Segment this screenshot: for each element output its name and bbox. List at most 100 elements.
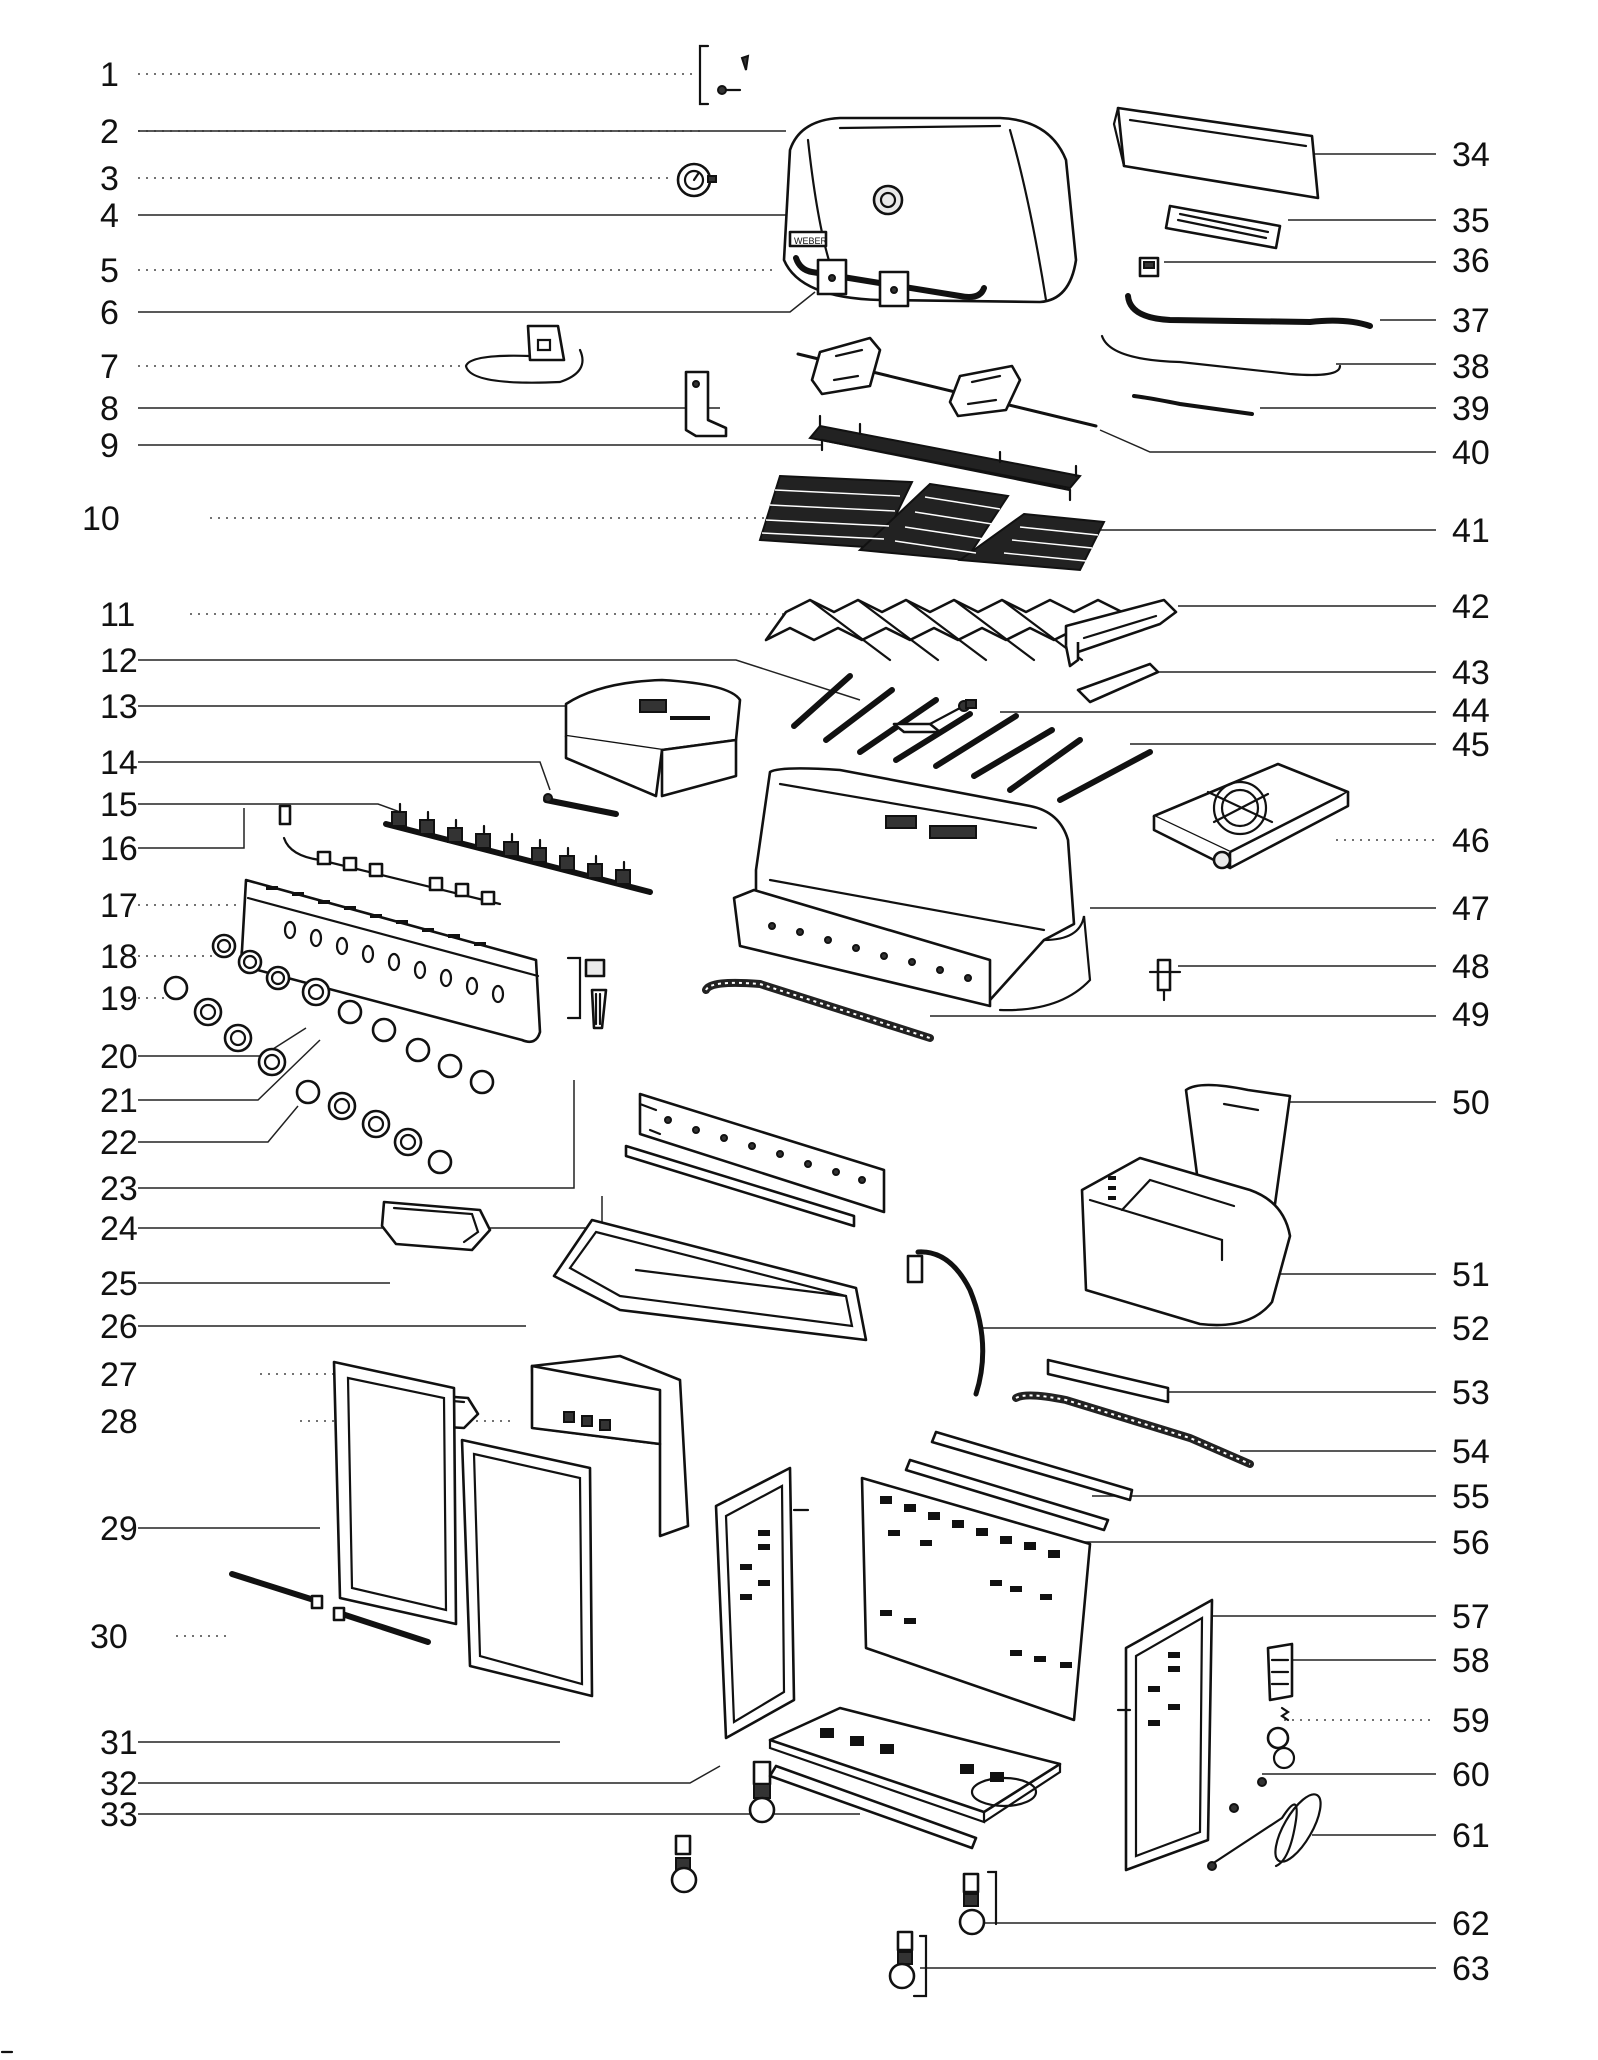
logo-badge-text: WEBER — [794, 236, 828, 246]
callout-label: 44 — [1452, 692, 1490, 730]
part-control-knobs — [163, 933, 495, 1175]
callout-label: 14 — [100, 744, 138, 782]
callout-label: 41 — [1452, 512, 1490, 550]
callout-label: 53 — [1452, 1374, 1490, 1412]
callout-label: 59 — [1452, 1702, 1490, 1740]
callout-label: 3 — [100, 160, 119, 198]
callout-label: 5 — [100, 252, 119, 290]
part-grease-rail — [702, 978, 934, 1042]
part-back-panel — [860, 1476, 1092, 1722]
callout-label: 24 — [100, 1210, 138, 1248]
callout-label: 50 — [1452, 1084, 1490, 1122]
part-igniter-wires — [278, 804, 502, 906]
part-rails — [1012, 1358, 1254, 1468]
callout-label: 61 — [1452, 1817, 1490, 1855]
part-regulator — [1266, 1642, 1294, 1702]
part-gas-hose — [906, 1249, 986, 1397]
part-side-burner-lid — [1112, 106, 1320, 200]
callout-label: 30 — [90, 1618, 128, 1656]
callout-label: 52 — [1452, 1310, 1490, 1348]
part-flavorizer-bars — [764, 598, 1128, 662]
callout-label: 35 — [1452, 202, 1490, 240]
part-casters — [670, 1760, 998, 1998]
callout-label: 62 — [1452, 1905, 1490, 1943]
callout-label: 57 — [1452, 1598, 1490, 1636]
callout-label: 12 — [100, 642, 138, 680]
callout-label: 1 — [100, 56, 119, 94]
callout-label: 16 — [100, 830, 138, 868]
left-callout-labels: 1 2 3 4 5 6 7 8 9 10 11 12 13 14 15 16 1… — [82, 56, 138, 1834]
callout-label: 20 — [100, 1038, 138, 1076]
part-door-handles — [229, 1571, 431, 1645]
callout-label: 38 — [1452, 348, 1490, 386]
part-side-burner — [1152, 762, 1350, 870]
callout-label: 51 — [1452, 1256, 1490, 1294]
part-cooking-grates — [758, 474, 1106, 572]
part-screws — [698, 44, 750, 106]
callout-label: 7 — [100, 348, 119, 386]
callout-label: 25 — [100, 1265, 138, 1303]
callout-label: 48 — [1452, 948, 1490, 986]
part-burner-tubes — [791, 673, 1153, 803]
part-burner-accessories — [965, 699, 977, 709]
part-grease-tray — [552, 1218, 868, 1342]
part-lid-handle — [793, 255, 987, 308]
part-right-frame — [1116, 1598, 1214, 1872]
part-cabinet-doors — [332, 1360, 594, 1698]
part-heat-deflectors — [1064, 598, 1178, 704]
part-tank-scale-panel — [530, 1354, 690, 1538]
callout-label: 13 — [100, 688, 138, 726]
right-leader-lines — [920, 153, 1436, 1969]
callout-label: 58 — [1452, 1642, 1490, 1680]
callout-label: 27 — [100, 1356, 138, 1394]
callout-label: 46 — [1452, 822, 1490, 860]
callout-label: 60 — [1452, 1756, 1490, 1794]
part-hoses — [1100, 293, 1373, 416]
callout-label: 63 — [1452, 1950, 1490, 1988]
part-thermometer — [676, 162, 717, 198]
callout-label: 32 — [100, 1765, 138, 1803]
part-side-table — [1080, 1083, 1292, 1327]
callout-label: 29 — [100, 1510, 138, 1548]
part-drip-tray — [380, 1200, 492, 1252]
callout-label: 28 — [100, 1403, 138, 1441]
callout-label: 21 — [100, 1082, 138, 1120]
part-side-cover — [564, 678, 742, 798]
part-crossover-tube — [543, 793, 619, 817]
part-ignition-module — [464, 324, 584, 384]
part-bottom-shelf — [768, 1706, 1062, 1824]
callout-label: 45 — [1452, 726, 1490, 764]
part-cookbox — [732, 767, 1092, 1012]
callout-label: 39 — [1452, 390, 1490, 428]
callout-label: 10 — [82, 500, 120, 538]
part-nuts — [1229, 1777, 1267, 1813]
part-igniter-button — [1148, 958, 1182, 1002]
callout-label: 6 — [100, 294, 119, 332]
callout-label: 4 — [100, 197, 119, 235]
callout-label: 37 — [1452, 302, 1490, 340]
callout-label: 31 — [100, 1724, 138, 1762]
callout-label: 9 — [100, 427, 119, 465]
part-crossbars — [904, 1430, 1134, 1532]
callout-label: 55 — [1452, 1478, 1490, 1516]
callout-label: 40 — [1452, 434, 1490, 472]
callout-label: 15 — [100, 786, 138, 824]
part-wire-assembly — [1207, 1793, 1322, 1871]
logo-badge — [788, 230, 828, 248]
callout-label: 11 — [100, 596, 135, 634]
part-side-handle — [1164, 204, 1282, 250]
callout-label: 33 — [100, 1796, 138, 1834]
callout-label: 18 — [100, 938, 138, 976]
part-clip — [1138, 256, 1160, 278]
callout-label: 19 — [100, 980, 138, 1018]
part-left-frame — [714, 1466, 810, 1740]
callout-label: 43 — [1452, 654, 1490, 692]
part-warming-rack — [808, 414, 1082, 502]
callout-label: 23 — [100, 1170, 138, 1208]
part-fitting — [1266, 1706, 1296, 1770]
callout-label: 17 — [100, 887, 138, 925]
callout-label: 47 — [1452, 890, 1490, 928]
part-bottom-crossbar — [768, 1764, 978, 1850]
callout-label: 36 — [1452, 242, 1490, 280]
